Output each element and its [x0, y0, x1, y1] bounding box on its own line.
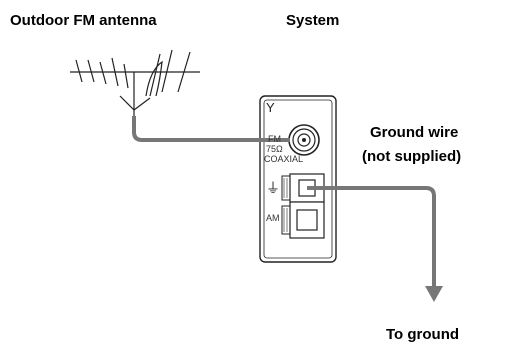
ground-wire-label: Ground wire: [370, 124, 459, 141]
ground-symbol: ⏚: [266, 180, 280, 196]
fm-ohm-label: 75Ω: [266, 144, 283, 154]
system-label: System: [286, 12, 340, 29]
down-arrow-icon: [425, 286, 443, 302]
antenna-icon: [70, 49, 200, 122]
outdoor-fm-antenna-label: Outdoor FM antenna: [10, 12, 157, 29]
antenna-symbol: Y: [266, 100, 275, 115]
fm-coaxial-label: COAXIAL: [264, 154, 304, 164]
fm-label: FM: [268, 134, 281, 144]
fm-coaxial-jack: [288, 124, 320, 156]
antenna-cable: [132, 116, 290, 142]
am-label: AM: [266, 213, 280, 223]
ground-wire: [307, 186, 436, 290]
am-terminal: [281, 201, 325, 239]
not-supplied-label: (not supplied): [362, 148, 462, 165]
to-ground-label: To ground: [386, 326, 460, 343]
